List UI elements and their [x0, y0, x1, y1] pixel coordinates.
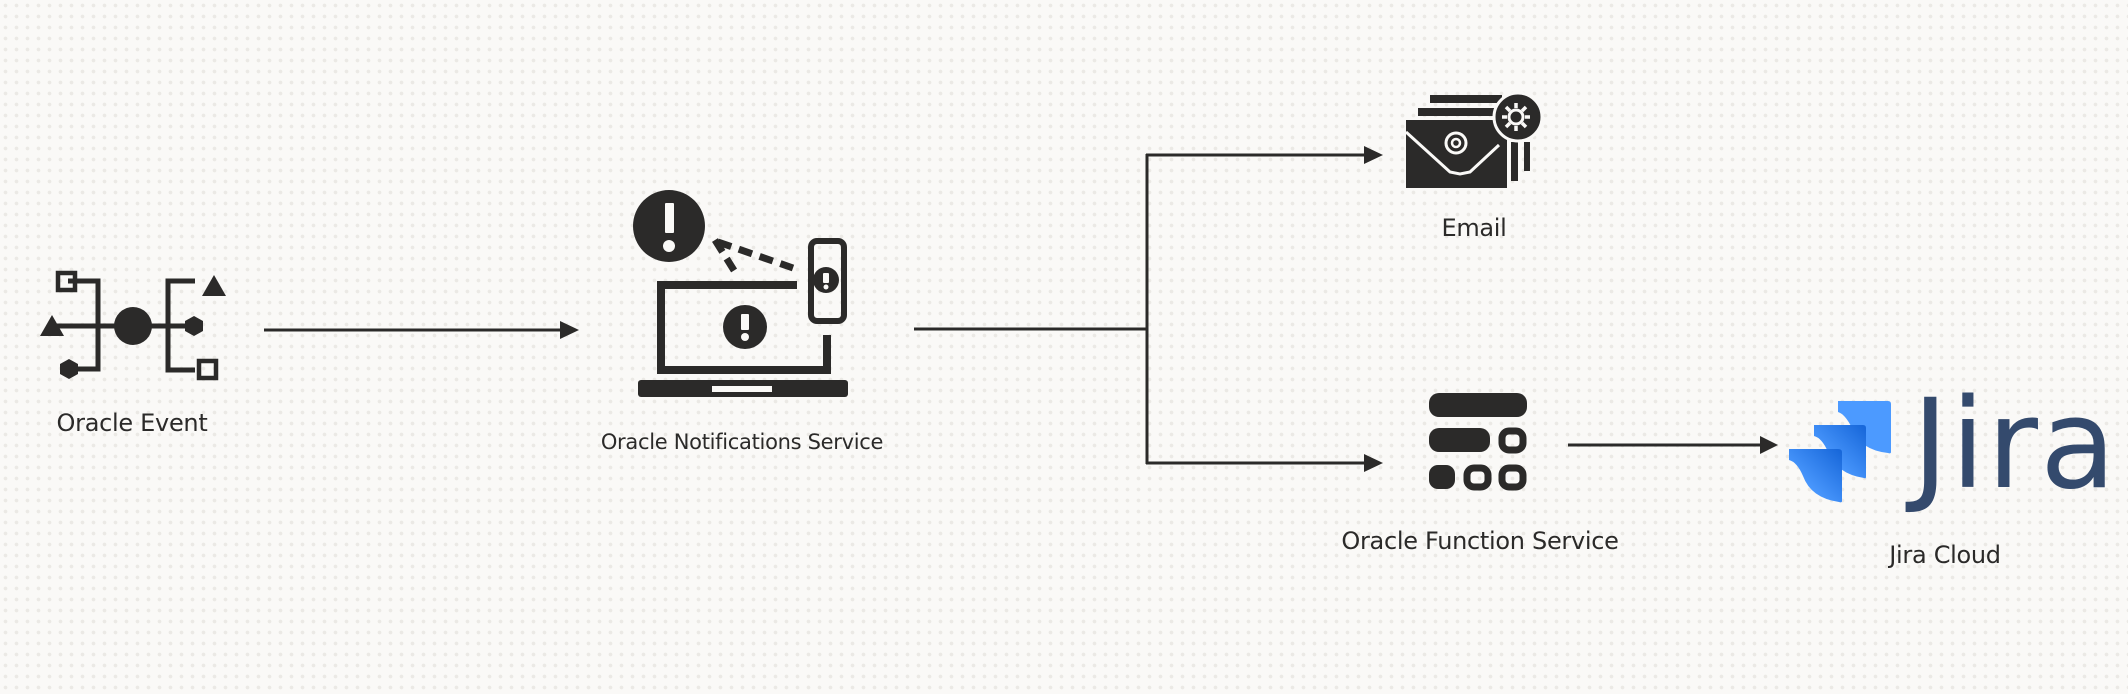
arrowhead-to-function — [1364, 454, 1383, 472]
label-oracle-notifications: Oracle Notifications Service — [600, 430, 884, 454]
jira-wordmark: Jira — [1912, 373, 2118, 517]
arrowhead-to-email — [1364, 146, 1383, 164]
label-jira-cloud: Jira Cloud — [1889, 541, 2001, 569]
label-oracle-event: Oracle Event — [56, 409, 208, 437]
arrowhead-to-jira — [1760, 436, 1778, 454]
label-email: Email — [1441, 214, 1507, 242]
label-oracle-function: Oracle Function Service — [1341, 527, 1619, 555]
arrowhead-to-notifications — [560, 321, 579, 339]
